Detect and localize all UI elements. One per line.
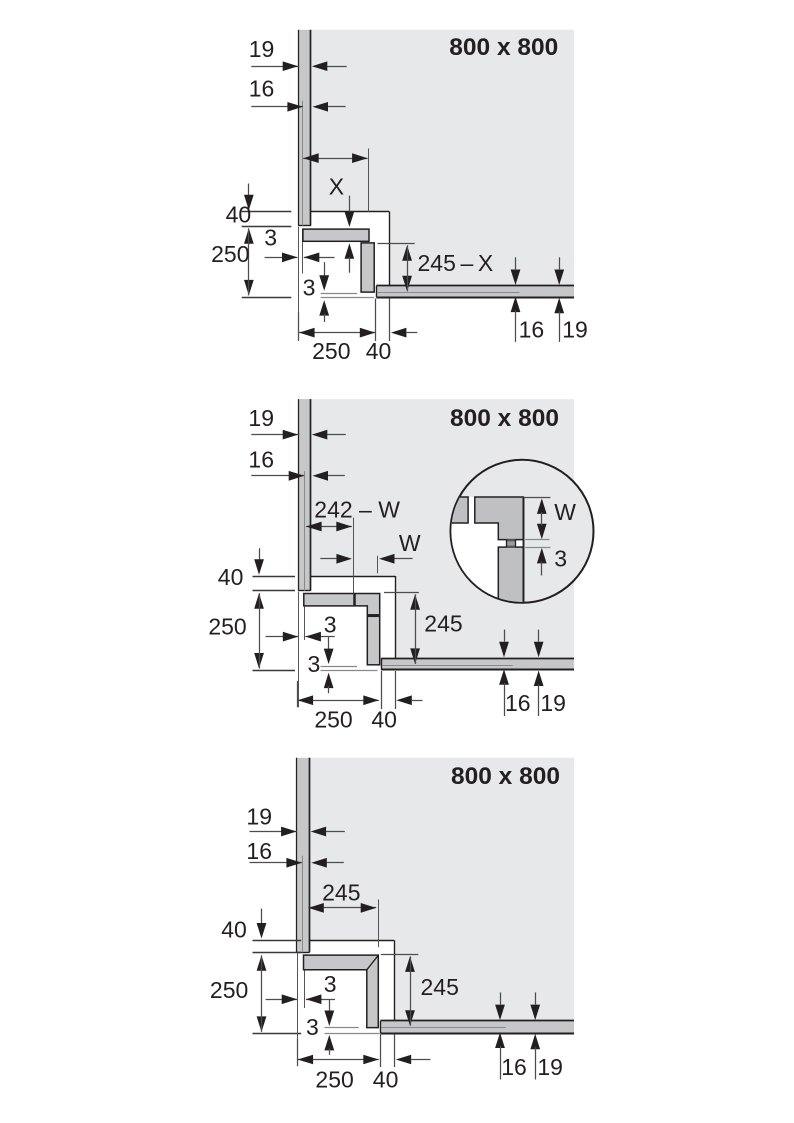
svg-text:40: 40 [373,1067,399,1093]
svg-text:40: 40 [221,917,247,943]
svg-text:19: 19 [246,804,272,830]
svg-text:250: 250 [210,977,248,1003]
svg-text:250: 250 [208,614,246,640]
svg-text:242 – W: 242 – W [314,497,400,523]
svg-text:3: 3 [303,275,316,301]
svg-text:3: 3 [308,651,321,677]
svg-text:245 – X: 245 – X [418,250,494,276]
svg-text:3: 3 [554,546,567,572]
svg-text:245: 245 [424,610,462,636]
svg-text:250: 250 [312,338,350,364]
svg-text:40: 40 [218,564,244,590]
svg-text:800 x 800: 800 x 800 [449,34,558,61]
svg-text:250: 250 [314,707,352,733]
svg-text:250: 250 [211,241,249,267]
svg-text:16: 16 [501,1054,527,1080]
svg-text:40: 40 [226,202,252,228]
svg-text:3: 3 [324,612,337,638]
svg-text:245: 245 [421,974,459,1000]
svg-text:16: 16 [246,838,272,864]
svg-text:16: 16 [248,447,274,473]
svg-text:40: 40 [371,707,397,733]
svg-text:X: X [329,173,344,199]
svg-text:19: 19 [562,317,588,343]
svg-text:3: 3 [306,1014,319,1040]
svg-text:19: 19 [249,36,275,62]
svg-text:16: 16 [249,76,275,102]
svg-text:19: 19 [537,1054,563,1080]
svg-text:245: 245 [322,879,360,905]
svg-text:800 x 800: 800 x 800 [451,763,560,790]
svg-text:W: W [399,530,421,556]
svg-text:19: 19 [540,690,566,716]
svg-text:16: 16 [505,690,531,716]
svg-text:16: 16 [519,317,545,343]
svg-text:800 x 800: 800 x 800 [450,405,559,432]
svg-text:19: 19 [248,405,274,431]
svg-text:3: 3 [324,971,337,997]
svg-text:250: 250 [315,1067,353,1093]
svg-text:40: 40 [366,338,392,364]
svg-text:W: W [554,499,576,525]
svg-text:3: 3 [264,224,277,250]
